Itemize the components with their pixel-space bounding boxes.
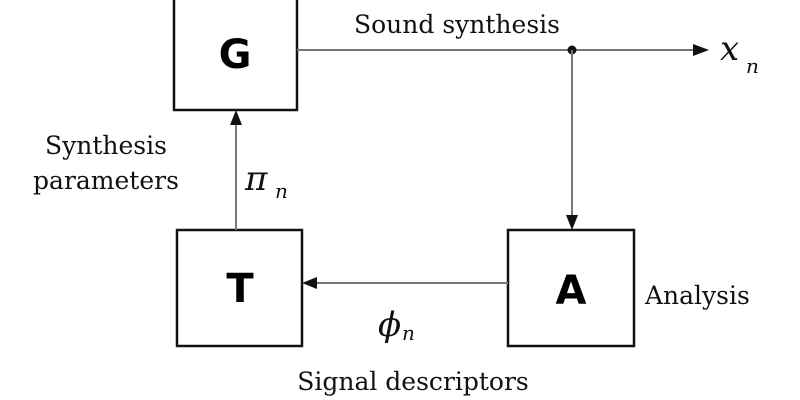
descriptors-signal-label: ϕ n	[378, 305, 415, 345]
parameters-subscript: n	[275, 179, 288, 203]
descriptors-subscript: n	[402, 321, 415, 345]
output-signal-label: x n	[720, 29, 759, 78]
analysis-box	[506, 228, 636, 348]
parameters-signal-label: π n	[244, 159, 288, 203]
generator-letter: G	[219, 32, 252, 78]
analysis-letter: A	[556, 268, 587, 314]
analysis-label: Analysis	[644, 281, 750, 310]
generator-box	[172, 0, 299, 112]
output-symbol: x	[720, 29, 739, 69]
synthesis-parameters-label-line2: parameters	[33, 166, 179, 195]
parameter-arrowhead	[230, 110, 242, 125]
descriptors-symbol: ϕ	[378, 305, 401, 345]
sound-synthesis-label: Sound synthesis	[354, 10, 560, 39]
transform-block: T	[175, 228, 304, 348]
descriptor-arrowhead	[302, 277, 317, 289]
transform-letter: T	[226, 266, 254, 312]
synthesis-parameters-label-line1: Synthesis	[45, 131, 167, 160]
output-subscript: n	[746, 54, 759, 78]
analysis-input-arrowhead	[566, 215, 578, 230]
transform-box	[175, 228, 304, 348]
generator-block: G	[172, 0, 299, 112]
signal-descriptors-label: Signal descriptors	[297, 367, 529, 396]
output-arrowhead	[693, 44, 709, 56]
analysis-block: A	[506, 228, 636, 348]
parameters-symbol: π	[244, 159, 268, 199]
